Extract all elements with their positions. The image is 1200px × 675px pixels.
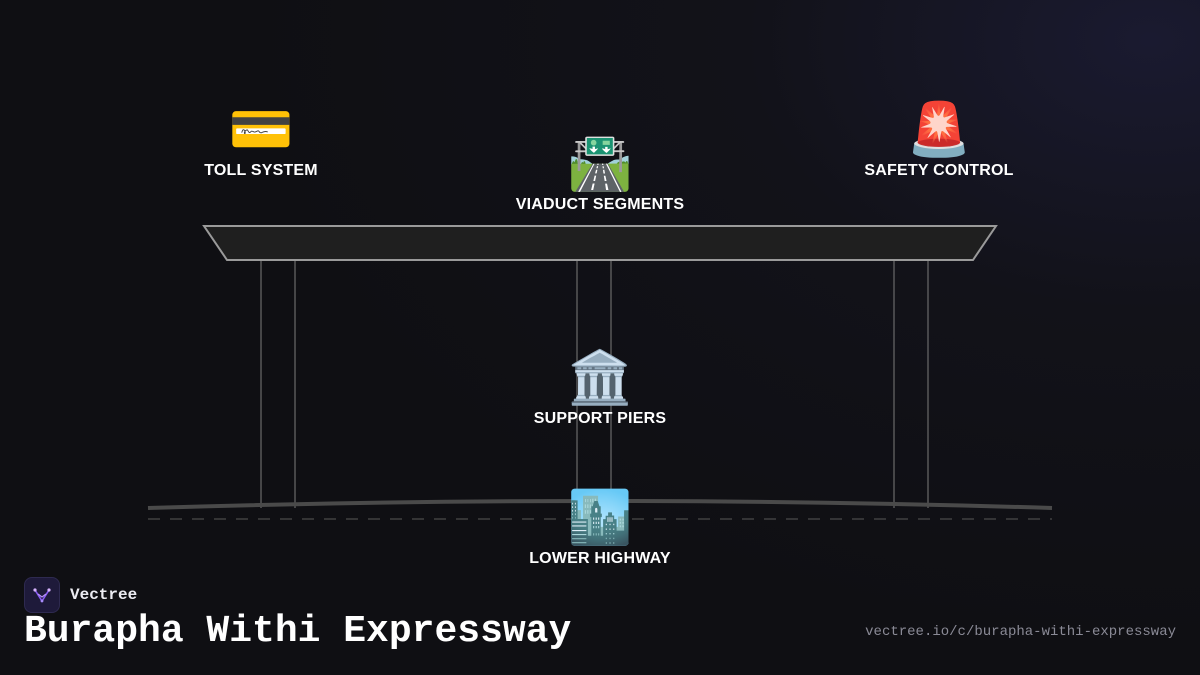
support-pier-lines — [260, 260, 929, 508]
toll-system-node: 💳 TOLL SYSTEM — [141, 100, 381, 180]
source-url: vectree.io/c/burapha-withi-expressway — [865, 624, 1176, 640]
support-piers-label: SUPPORT PIERS — [533, 410, 667, 427]
viaduct-segments-node: 🛣️ VIADUCT SEGMENTS — [480, 134, 720, 214]
toll-system-label: TOLL SYSTEM — [204, 162, 318, 179]
ground-line — [147, 499, 1053, 510]
motorway-icon: 🛣️ — [567, 134, 633, 194]
viaduct-deck — [202, 225, 998, 261]
cityscape-icon: 🏙️ — [567, 488, 633, 548]
brand: Vectree — [24, 577, 137, 613]
viaduct-segments-label: VIADUCT SEGMENTS — [515, 196, 685, 213]
safety-control-node: 🚨 SAFETY CONTROL — [819, 100, 1059, 180]
credit-card-icon: 💳 — [228, 100, 294, 160]
siren-light-icon: 🚨 — [906, 100, 972, 160]
classical-building-icon: 🏛️ — [567, 348, 633, 408]
lower-highway-label: LOWER HIGHWAY — [529, 550, 671, 567]
lower-highway-node: 🏙️ LOWER HIGHWAY — [480, 488, 720, 568]
page-title: Burapha Withi Expressway — [24, 610, 572, 653]
safety-control-label: SAFETY CONTROL — [864, 162, 1014, 179]
brand-name: Vectree — [70, 586, 138, 604]
support-piers-node: 🏛️ SUPPORT PIERS — [480, 348, 720, 428]
vectree-logo-icon — [24, 577, 60, 613]
